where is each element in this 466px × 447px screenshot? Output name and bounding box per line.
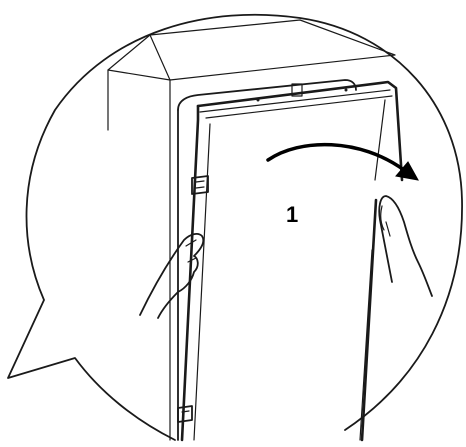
door-top-edge bbox=[198, 82, 402, 180]
screw-dot bbox=[257, 99, 260, 102]
left-hand bbox=[140, 234, 203, 318]
door-right-edge bbox=[362, 200, 376, 440]
callout-bubble bbox=[8, 15, 462, 440]
screw-dot bbox=[345, 89, 348, 92]
lower-hinge-bracket bbox=[178, 406, 192, 422]
rotation-arrow-icon bbox=[268, 145, 418, 180]
appliance-top-edge bbox=[108, 35, 170, 80]
door-left-edge bbox=[182, 106, 198, 440]
door-top-trim-inner bbox=[206, 96, 392, 118]
step-number-label: 1 bbox=[286, 202, 298, 227]
appliance-top bbox=[150, 20, 395, 80]
right-hand bbox=[379, 196, 432, 296]
appliance-body bbox=[108, 20, 395, 440]
upper-hinge-detail bbox=[196, 181, 204, 188]
door-face-right bbox=[375, 100, 385, 180]
door-panel bbox=[178, 82, 402, 440]
rotation-arrow-shaft bbox=[268, 145, 404, 170]
